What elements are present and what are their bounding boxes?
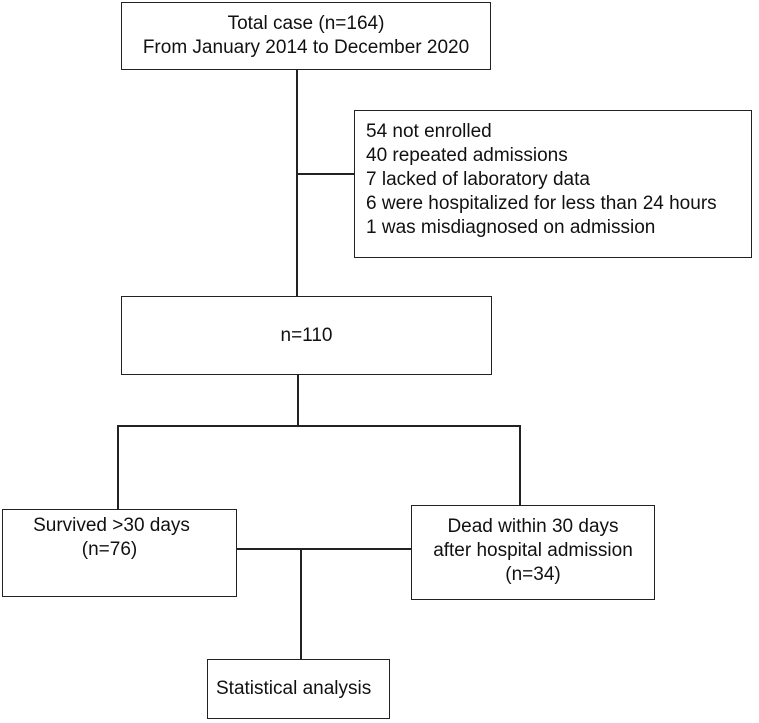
connector-merge-horizontal	[237, 548, 411, 550]
analysis-label: Statistical analysis	[216, 678, 372, 699]
connector-included-down	[297, 375, 299, 427]
analysis-box: Statistical analysis	[207, 659, 390, 719]
excluded-item: 7 lacked of laboratory data	[366, 169, 590, 190]
survived-label: Survived >30 days	[33, 515, 190, 536]
dead-detail: after hospital admission	[433, 540, 633, 561]
included-box: n=110	[121, 296, 492, 375]
connector-split-right-down	[519, 425, 521, 505]
dead-box: Dead within 30 days after hospital admis…	[411, 505, 655, 600]
excluded-item: 54 not enrolled	[366, 121, 492, 142]
connector-split-horizontal	[117, 425, 521, 427]
dead-label: Dead within 30 days	[447, 516, 619, 537]
included-label: n=110	[280, 324, 333, 346]
excluded-item: 40 repeated admissions	[366, 145, 568, 166]
excluded-box: 54 not enrolled 40 repeated admissions 7…	[354, 110, 752, 258]
dead-count: (n=34)	[505, 564, 561, 585]
excluded-item: 1 was misdiagnosed on admission	[366, 217, 656, 238]
connector-top-vertical	[296, 70, 298, 296]
connector-merge-down	[300, 549, 302, 659]
total-case-label: Total case (n=164)	[227, 13, 385, 34]
survived-box: Survived >30 days (n=76)	[2, 509, 237, 597]
connector-split-left-down	[117, 425, 119, 509]
connector-exclusion-horizontal	[297, 173, 354, 175]
total-case-box: Total case (n=164) From January 2014 to …	[121, 2, 491, 70]
survived-count: (n=76)	[81, 539, 138, 560]
total-case-period: From January 2014 to December 2020	[142, 37, 470, 58]
excluded-item: 6 were hospitalized for less than 24 hou…	[366, 193, 717, 214]
